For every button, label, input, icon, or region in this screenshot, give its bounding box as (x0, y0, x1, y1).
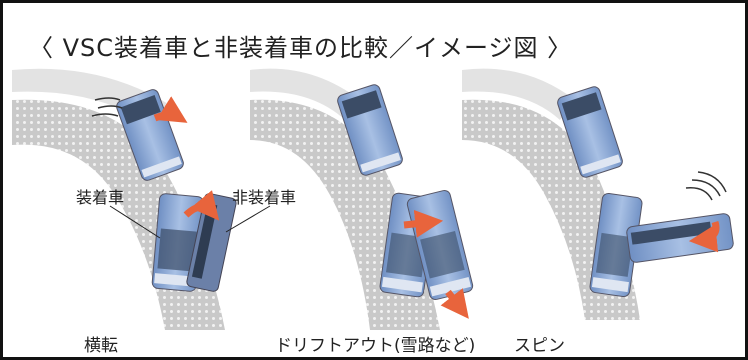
bus-icon (116, 89, 184, 181)
label-leader (225, 205, 271, 233)
label-equipped: 装着車 (76, 188, 125, 207)
label-non-equipped: 非装着車 (232, 188, 297, 207)
motion-lines-icon (91, 97, 123, 117)
motion-lines-icon (685, 171, 727, 201)
bus-tipped-icon (186, 193, 237, 292)
label-leader (109, 205, 161, 239)
arrow-icon (183, 190, 220, 221)
arrow-icon (153, 96, 188, 123)
caption-rollover: 横転 (84, 336, 118, 356)
caption-spin: スピン (514, 336, 565, 356)
caption-drift-out: ドリフトアウト(雪路など) (275, 336, 476, 356)
bus-spun-icon (626, 213, 734, 263)
arrow-icon (688, 220, 720, 253)
bus-icon (337, 84, 403, 176)
bus-icon (557, 86, 623, 178)
arrow-icon (403, 209, 444, 238)
bus-icon (589, 192, 643, 298)
page-title: 〈 VSC装着車と非装着車の比較／イメージ図 〉 (29, 34, 573, 62)
arrow-icon (440, 288, 469, 319)
